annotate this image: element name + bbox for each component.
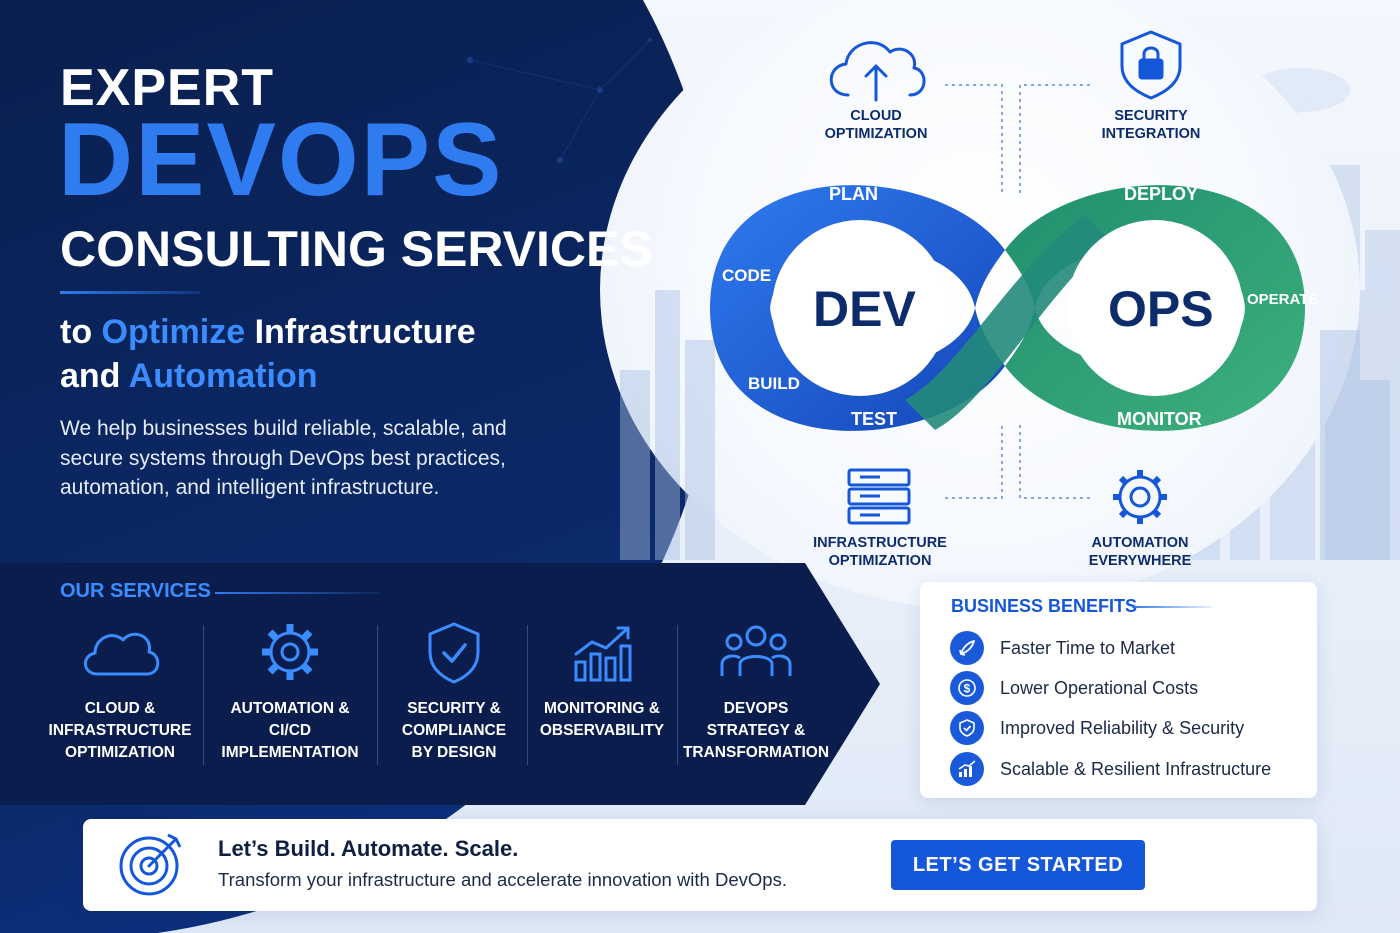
service-divider [203, 625, 204, 765]
hero-title-devops: DEVOPS [58, 102, 504, 218]
security-lock-shield-icon [1120, 30, 1182, 100]
tagline-and: and [60, 357, 129, 395]
infinity-dev-loop [710, 185, 1005, 431]
services-panel [0, 563, 880, 805]
cta-subtext: Transform your infrastructure and accele… [218, 869, 787, 890]
growth-icon [950, 752, 984, 786]
stage-operate: OPERATE [1247, 291, 1319, 308]
services-divider [215, 592, 380, 594]
server-stack-icon [847, 468, 911, 525]
feature-infrastructure-optimization: INFRASTRUCTURE OPTIMIZATION [813, 535, 947, 569]
service-label: SECURITY & COMPLIANCE BY DESIGN [401, 700, 507, 761]
feature-connectors [945, 84, 1090, 499]
cta-banner: Let’s Build. Automate. Scale. Transform … [83, 819, 1317, 911]
tagline-highlight-optimize: Optimize [101, 313, 246, 351]
stage-deploy: DEPLOY [1124, 184, 1199, 204]
feature-automation-everywhere: AUTOMATION EVERYWHERE [1088, 535, 1192, 569]
service-divider [527, 625, 528, 765]
services-title: OUR SERVICES [60, 580, 211, 602]
svg-text:$: $ [964, 682, 971, 696]
service-automation-cicd[interactable]: AUTOMATION & CI/CD IMPLEMENTATION [210, 620, 370, 770]
stage-build: BUILD [748, 374, 800, 393]
service-label: CLOUD & INFRASTRUCTURE OPTIMIZATION [48, 700, 192, 761]
infinity-crossing [905, 215, 1110, 430]
gear-icon [262, 624, 318, 680]
shield-check-icon [428, 622, 480, 684]
benefits-title: BUSINESS BENEFITS [951, 596, 1138, 616]
service-security-compliance[interactable]: SECURITY & COMPLIANCE BY DESIGN [380, 620, 528, 770]
cloud-icon [84, 632, 160, 676]
hero-divider [60, 291, 200, 294]
service-devops-strategy[interactable]: DEVOPS STRATEGY & TRANSFORMATION [680, 620, 832, 770]
ops-label: OPS [1108, 281, 1214, 337]
stage-test: TEST [851, 409, 898, 429]
ops-loop-hole [1067, 220, 1243, 396]
dev-label: DEV [813, 281, 916, 337]
hero-tagline: to Optimize Infrastructure and Automatio… [60, 310, 580, 398]
dev-loop-hole [772, 220, 948, 396]
automation-gear-icon [1113, 470, 1167, 524]
dollar-icon: $ [950, 671, 984, 705]
service-monitoring-observability[interactable]: MONITORING & OBSERVABILITY [532, 620, 672, 770]
tagline-highlight-automation: Automation [128, 357, 318, 395]
feature-cloud-optimization: CLOUD OPTIMIZATION [824, 108, 928, 142]
tagline-infrastructure: Infrastructure [245, 313, 476, 351]
benefits-divider [1132, 606, 1212, 608]
hero-title-expert: EXPERT [60, 59, 275, 117]
get-started-button[interactable]: LET’S GET STARTED [891, 840, 1145, 890]
service-label: AUTOMATION & CI/CD IMPLEMENTATION [221, 700, 359, 761]
cloud-upload-icon [829, 41, 926, 102]
service-cloud-infrastructure[interactable]: CLOUD & INFRASTRUCTURE OPTIMIZATION [40, 620, 200, 770]
service-divider [677, 625, 678, 765]
hero-description: We help businesses build reliable, scala… [60, 417, 507, 499]
stage-code: CODE [722, 266, 772, 285]
target-icon [119, 833, 182, 896]
chart-icon [574, 626, 632, 682]
shield-check-icon [950, 711, 984, 745]
stage-plan: PLAN [829, 184, 878, 204]
hero-title-consulting: CONSULTING SERVICES [60, 221, 653, 277]
team-icon [720, 625, 792, 676]
service-divider [377, 625, 378, 765]
business-benefits-card: BUSINESS BENEFITS Faster Time to Market … [920, 582, 1317, 798]
stage-monitor: MONITOR [1117, 409, 1202, 429]
service-label: MONITORING & OBSERVABILITY [539, 700, 665, 739]
service-label: DEVOPS STRATEGY & TRANSFORMATION [682, 700, 830, 761]
feature-security-integration: SECURITY INTEGRATION [1101, 108, 1201, 142]
tagline-prefix: to [60, 313, 102, 351]
cta-heading: Let’s Build. Automate. Scale. [218, 836, 519, 861]
rocket-icon [950, 631, 984, 665]
